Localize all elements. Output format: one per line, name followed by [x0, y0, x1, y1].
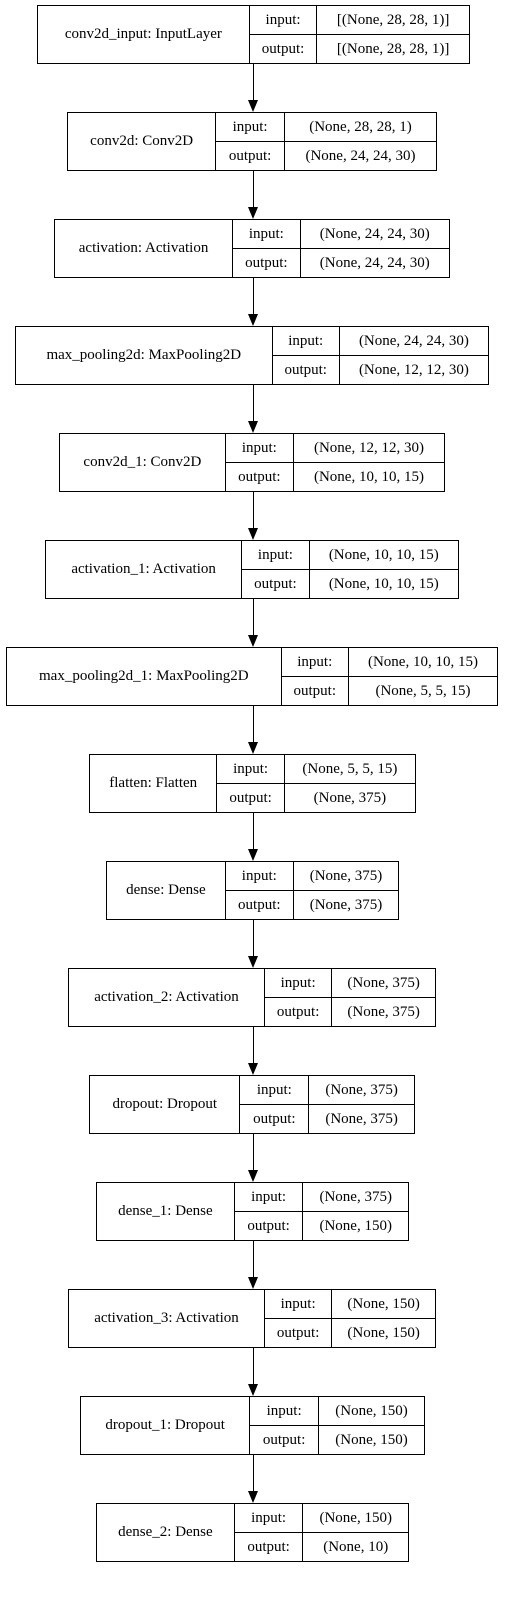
input-label: input:: [248, 5, 318, 35]
output-shape: (None, 10, 10, 15): [292, 462, 446, 492]
output-shape: (None, 12, 12, 30): [338, 355, 490, 385]
layer-box: activation_2: Activation input: (None, 3…: [68, 968, 436, 1027]
output-label: output:: [233, 1532, 304, 1562]
output-shape: [(None, 28, 28, 1)]: [316, 34, 470, 64]
output-label: output:: [239, 1104, 310, 1134]
input-label: input:: [224, 861, 294, 891]
input-label: input:: [263, 968, 333, 998]
input-label: input:: [280, 647, 349, 677]
input-shape: (None, 150): [302, 1503, 409, 1533]
input-shape: [(None, 28, 28, 1)]: [316, 5, 470, 35]
input-shape: (None, 375): [308, 1075, 415, 1105]
output-label: output:: [263, 1318, 333, 1348]
layer-box: activation: Activation input: (None, 24,…: [53, 219, 451, 278]
layer-box: flatten: Flatten input: (None, 5, 5, 15)…: [88, 754, 417, 813]
input-label: input:: [271, 326, 340, 356]
layer-box: dense: Dense input: (None, 375) output: …: [106, 861, 400, 920]
output-label: output:: [224, 462, 294, 492]
input-label: input:: [233, 1503, 304, 1533]
output-label: output:: [241, 569, 310, 599]
layer-box: activation_1: Activation input: (None, 1…: [44, 540, 460, 599]
input-shape: (None, 10, 10, 15): [347, 647, 499, 677]
input-label: input:: [224, 433, 294, 463]
input-label: input:: [233, 1182, 304, 1212]
input-shape: (None, 24, 24, 30): [299, 219, 451, 249]
output-shape: (None, 150): [302, 1211, 409, 1241]
layer-name: dropout_1: Dropout: [79, 1396, 251, 1455]
input-shape: (None, 24, 24, 30): [338, 326, 490, 356]
output-shape: (None, 10): [302, 1532, 409, 1562]
layer-name: dense: Dense: [106, 861, 226, 920]
output-shape: (None, 5, 5, 15): [347, 676, 499, 706]
input-shape: (None, 375): [302, 1182, 409, 1212]
output-label: output:: [224, 890, 294, 920]
input-label: input:: [249, 1396, 320, 1426]
layer-box: conv2d_1: Conv2D input: (None, 12, 12, 3…: [59, 433, 446, 492]
layer-name: max_pooling2d_1: MaxPooling2D: [6, 647, 282, 706]
input-label: input:: [232, 219, 301, 249]
layer-box: dense_2: Dense input: (None, 150) output…: [96, 1503, 409, 1562]
input-shape: (None, 28, 28, 1): [283, 112, 438, 142]
output-shape: (None, 150): [331, 1318, 436, 1348]
layer-box: dense_1: Dense input: (None, 375) output…: [96, 1182, 409, 1241]
input-shape: (None, 375): [292, 861, 400, 891]
layer-name: activation_3: Activation: [68, 1289, 265, 1348]
layer-box: max_pooling2d: MaxPooling2D input: (None…: [15, 326, 490, 385]
output-label: output:: [248, 34, 318, 64]
output-shape: (None, 24, 24, 30): [299, 248, 451, 278]
input-label: input:: [215, 112, 285, 142]
input-shape: (None, 150): [318, 1396, 425, 1426]
layer-name: conv2d: Conv2D: [66, 112, 217, 171]
output-label: output:: [216, 783, 285, 813]
layer-box: conv2d: Conv2D input: (None, 28, 28, 1) …: [66, 112, 438, 171]
layer-name: dense_1: Dense: [96, 1182, 235, 1241]
layer-name: activation: Activation: [53, 219, 234, 278]
output-shape: (None, 375): [308, 1104, 415, 1134]
input-label: input:: [241, 540, 310, 570]
output-label: output:: [263, 997, 333, 1027]
layer-name: conv2d_input: InputLayer: [37, 5, 250, 64]
layer-box: activation_3: Activation input: (None, 1…: [68, 1289, 436, 1348]
layer-box: dropout: Dropout input: (None, 375) outp…: [88, 1075, 415, 1134]
output-label: output:: [280, 676, 349, 706]
layer-box: dropout_1: Dropout input: (None, 150) ou…: [79, 1396, 425, 1455]
layer-box: conv2d_input: InputLayer input: [(None, …: [37, 5, 470, 64]
layer-name: conv2d_1: Conv2D: [59, 433, 226, 492]
output-shape: (None, 24, 24, 30): [283, 141, 438, 171]
layer-name: activation_1: Activation: [44, 540, 243, 599]
input-shape: (None, 375): [331, 968, 436, 998]
output-label: output:: [233, 1211, 304, 1241]
input-shape: (None, 10, 10, 15): [308, 540, 460, 570]
output-shape: (None, 150): [318, 1425, 425, 1455]
input-label: input:: [216, 754, 285, 784]
layer-name: activation_2: Activation: [68, 968, 265, 1027]
input-shape: (None, 5, 5, 15): [283, 754, 417, 784]
layer-name: dropout: Dropout: [88, 1075, 241, 1134]
output-label: output:: [271, 355, 340, 385]
layer-name: max_pooling2d: MaxPooling2D: [15, 326, 273, 385]
output-shape: (None, 375): [283, 783, 417, 813]
input-label: input:: [239, 1075, 310, 1105]
layer-box: max_pooling2d_1: MaxPooling2D input: (No…: [6, 647, 499, 706]
output-shape: (None, 375): [331, 997, 436, 1027]
output-label: output:: [249, 1425, 320, 1455]
layer-name: flatten: Flatten: [88, 754, 218, 813]
output-label: output:: [215, 141, 285, 171]
input-label: input:: [263, 1289, 333, 1319]
output-label: output:: [232, 248, 301, 278]
input-shape: (None, 150): [331, 1289, 436, 1319]
output-shape: (None, 10, 10, 15): [308, 569, 460, 599]
input-shape: (None, 12, 12, 30): [292, 433, 446, 463]
layer-name: dense_2: Dense: [96, 1503, 235, 1562]
output-shape: (None, 375): [292, 890, 400, 920]
